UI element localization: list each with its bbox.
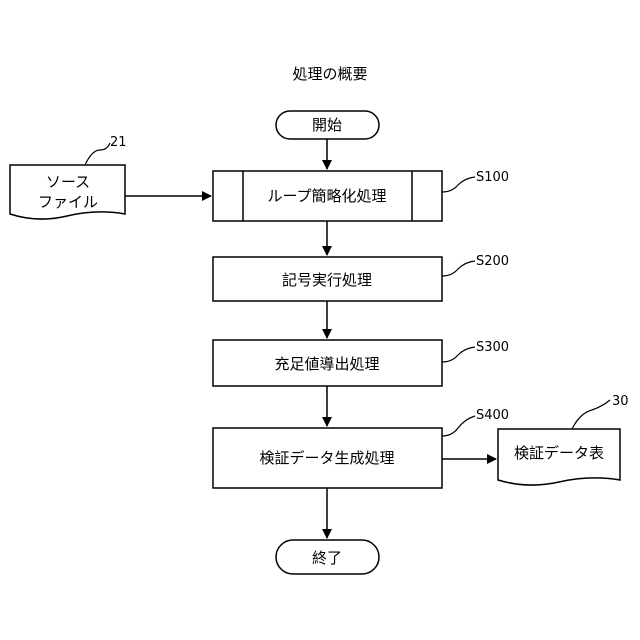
s300-label: S300 bbox=[476, 340, 509, 355]
s200-label: S200 bbox=[476, 254, 509, 269]
table-ref-number: 30 bbox=[612, 394, 629, 409]
symbolic-label: 記号実行処理 bbox=[282, 271, 372, 289]
s200-leader bbox=[442, 261, 475, 276]
sufficient-label: 充足値導出処理 bbox=[274, 355, 379, 373]
diagram-title: 処理の概要 bbox=[292, 65, 367, 83]
s100-label: S100 bbox=[476, 170, 509, 185]
source-ref-leader bbox=[85, 143, 110, 165]
s100-leader bbox=[442, 177, 475, 192]
s400-label: S400 bbox=[476, 408, 509, 423]
verify-label: 検証データ生成処理 bbox=[259, 449, 394, 467]
loop-label: ループ簡略化処理 bbox=[267, 187, 386, 205]
end-label: 終了 bbox=[312, 549, 342, 567]
source-ref-number: 21 bbox=[110, 135, 127, 150]
s400-leader bbox=[442, 416, 475, 436]
table-ref-leader bbox=[572, 400, 610, 429]
start-label: 開始 bbox=[312, 116, 342, 134]
source-label-line2: ファイル bbox=[38, 193, 98, 211]
source-label-line1: ソース bbox=[46, 173, 90, 191]
s300-leader bbox=[442, 347, 475, 362]
table-label: 検証データ表 bbox=[514, 444, 604, 462]
